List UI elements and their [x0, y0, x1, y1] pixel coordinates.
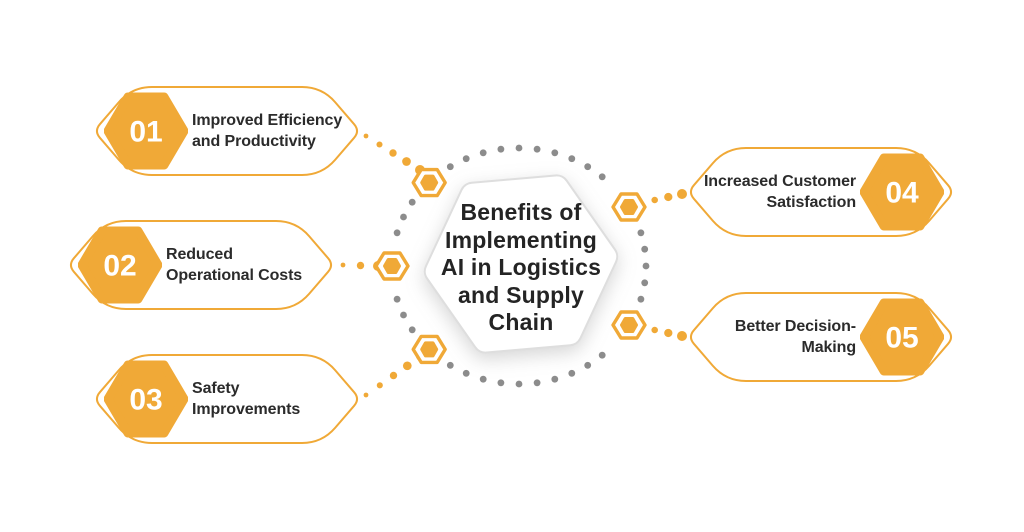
connector-dot — [363, 133, 369, 139]
item-number: 03 — [129, 384, 162, 417]
connector-dot — [363, 392, 369, 398]
benefit-item-03: 03 Safety Improvements — [92, 352, 362, 446]
item-number: 02 — [103, 250, 136, 283]
hexagon-badge-icon: 01 — [104, 92, 188, 170]
connector-dot — [340, 262, 346, 268]
diagram-title: Benefits of Implementing AI in Logistics… — [440, 199, 602, 336]
item-number: 04 — [885, 177, 919, 210]
benefit-item-02: 02 Reduced Operational Costs — [66, 218, 336, 312]
connector-dot — [664, 328, 673, 338]
hexagon-badge-icon: 05 — [860, 298, 944, 376]
item-label: Improved Efficiency and Productivity — [192, 111, 343, 150]
connector-dot — [356, 261, 365, 270]
item-number: 01 — [129, 116, 162, 149]
item-label: Better Decision- Making — [734, 317, 856, 356]
hexagon-badge-icon: 02 — [78, 226, 162, 304]
benefit-item-01: 01 Improved Efficiency and Productivity — [92, 84, 362, 178]
item-label: Safety Improvements — [192, 379, 301, 418]
hexagon-badge-icon: 03 — [104, 360, 188, 438]
item-number: 05 — [885, 322, 918, 355]
hexagon-badge-icon: 04 — [860, 153, 944, 231]
central-hexagon — [381, 139, 661, 389]
benefit-item-04: 04 Increased Customer Satisfaction — [686, 145, 956, 239]
item-label: Reduced Operational Costs — [166, 245, 303, 284]
central-hexagon-shape — [423, 174, 619, 354]
item-label: Increased Customer Satisfaction — [703, 172, 856, 211]
benefit-item-05: 05 Better Decision- Making — [686, 290, 956, 384]
connector-dot — [664, 192, 673, 202]
